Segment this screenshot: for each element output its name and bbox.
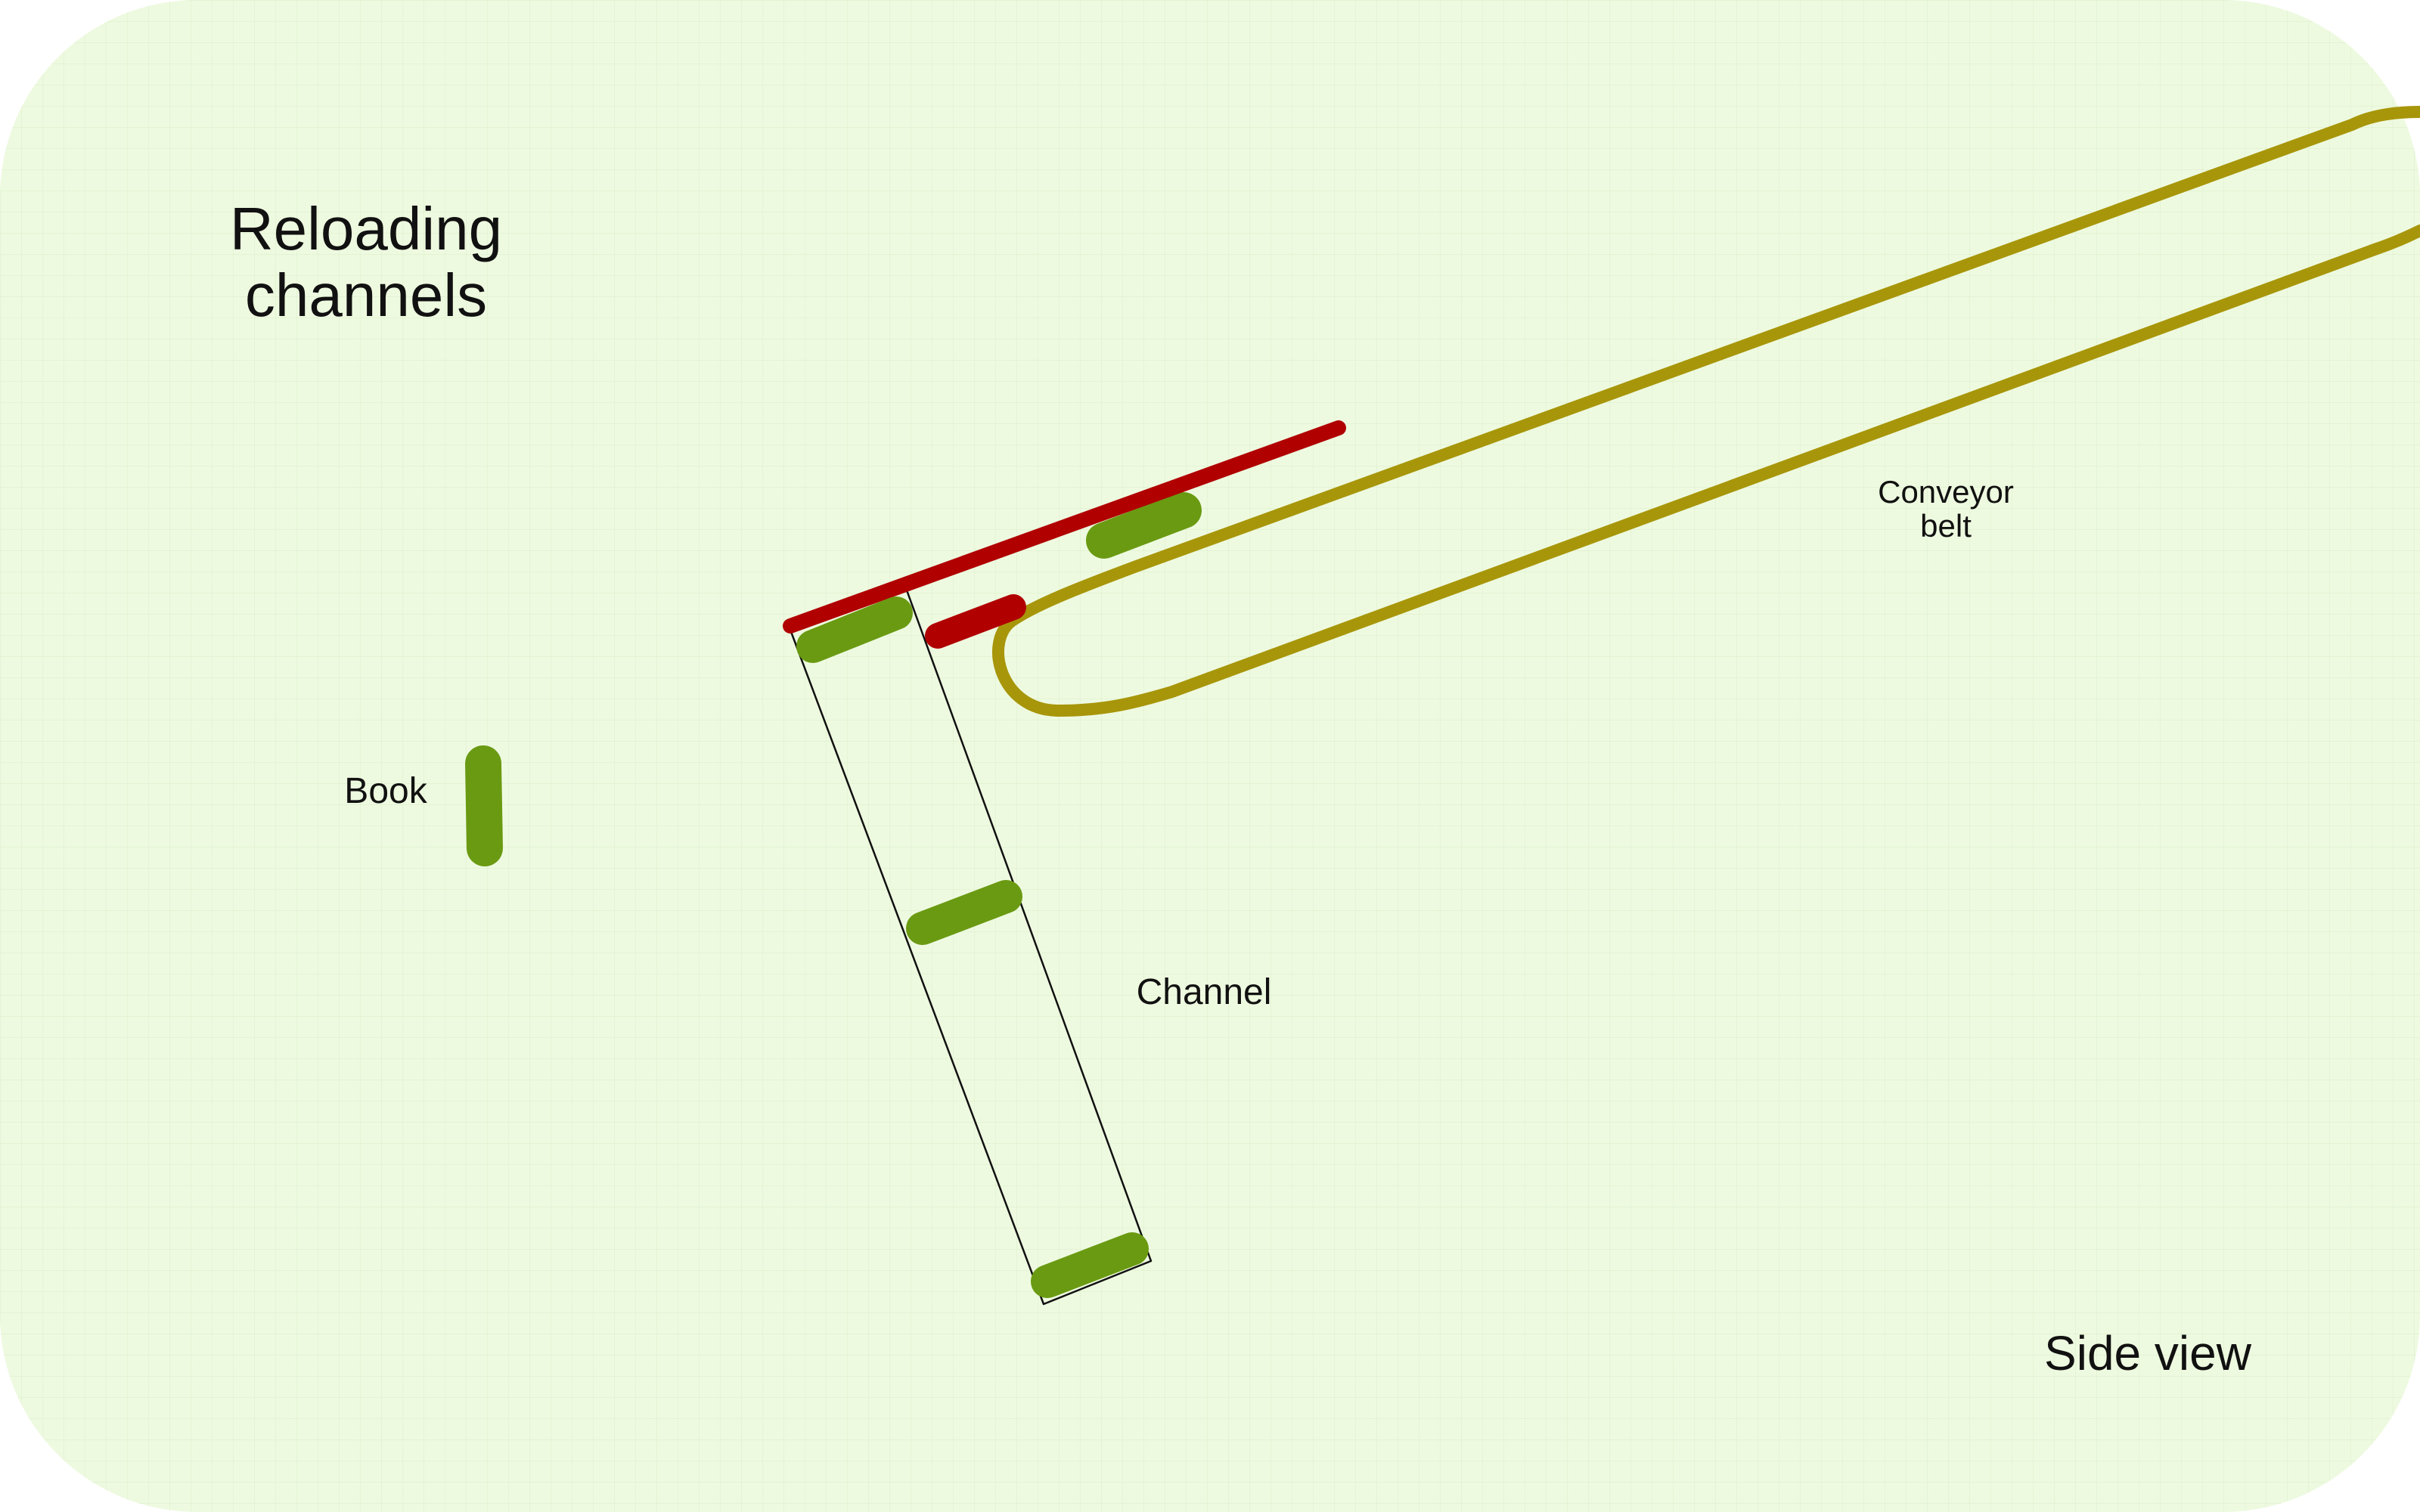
conveyor-belt bbox=[992, 106, 2420, 717]
book-on-belt bbox=[1086, 492, 1202, 559]
book-in-channel-bottom bbox=[1031, 1232, 1149, 1298]
diagram-title-line1: Reloading bbox=[230, 195, 502, 262]
diagram-title-line2: channels bbox=[245, 262, 487, 329]
book-in-channel-top bbox=[796, 596, 913, 663]
gate-barrier bbox=[925, 594, 1026, 649]
view-label: Side view bbox=[2044, 1326, 2252, 1380]
conveyor-label-line1: Conveyor bbox=[1878, 474, 2014, 510]
top-barrier bbox=[783, 420, 1346, 634]
book-label: Book bbox=[344, 771, 427, 811]
channel-label: Channel bbox=[1137, 972, 1272, 1012]
book-legend-icon bbox=[465, 745, 503, 866]
conveyor-label-line2: belt bbox=[1920, 508, 1972, 544]
book-in-channel-middle bbox=[906, 880, 1022, 945]
